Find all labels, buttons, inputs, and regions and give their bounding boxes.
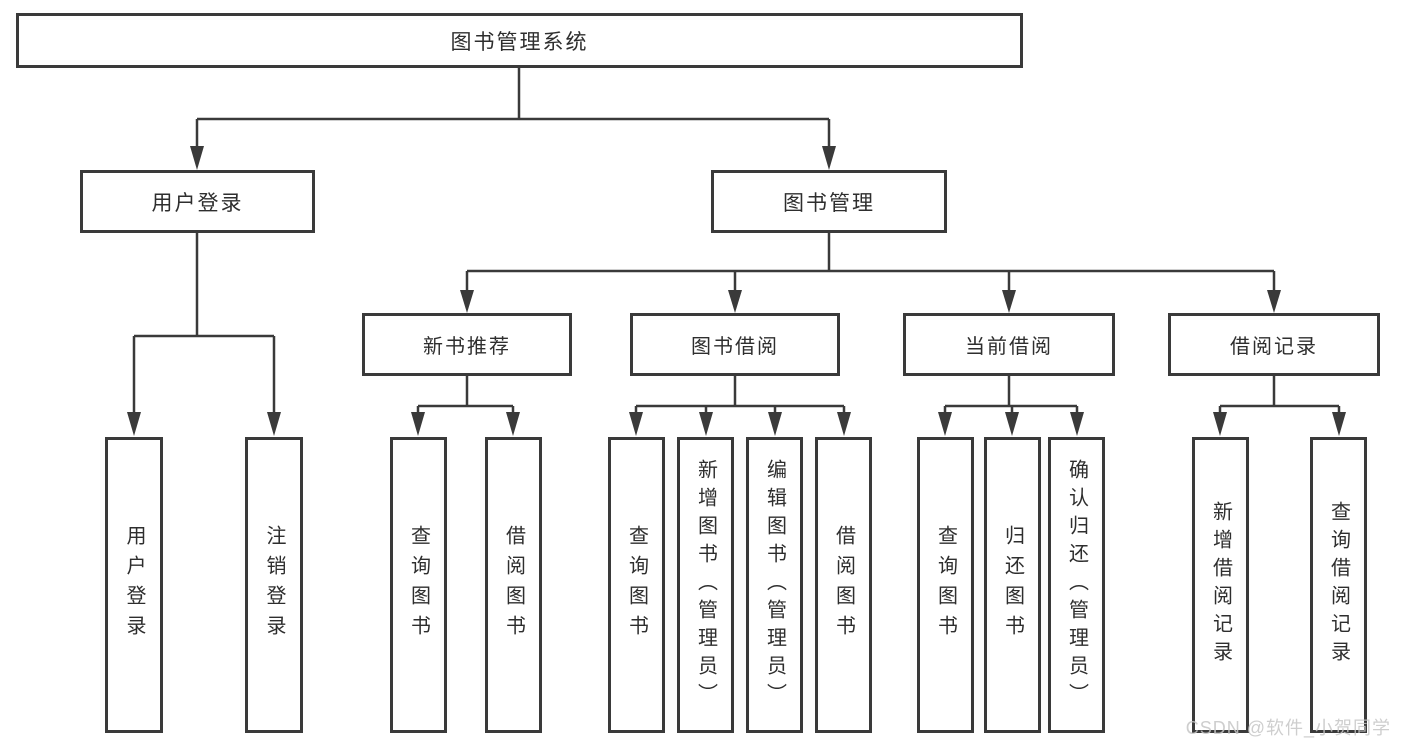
leaf-return-books-label: 归还图书 xyxy=(1001,525,1024,645)
leaf-edit-book-admin: 编辑图书（管理员） xyxy=(746,437,803,733)
node-root-label: 图书管理系统 xyxy=(450,30,589,54)
leaf-query-books-recommend-label: 查询图书 xyxy=(407,525,430,645)
connector-book-management-branch xyxy=(465,233,1276,292)
node-current-borrow-label: 当前借阅 xyxy=(965,336,1053,358)
connector-new-book-branch xyxy=(416,376,515,414)
leaf-add-borrow-record-label: 新增借阅记录 xyxy=(1209,501,1232,669)
node-user-login-label: 用户登录 xyxy=(151,191,244,215)
leaf-borrow-books-borrow: 借阅图书 xyxy=(815,437,872,733)
leaf-add-book-admin-label: 新增图书（管理员） xyxy=(694,459,717,711)
arrowheads xyxy=(127,146,1346,436)
leaf-borrow-books-borrow-label: 借阅图书 xyxy=(832,525,855,645)
leaf-logout-login: 注销登录 xyxy=(245,437,303,733)
leaf-query-borrow-record-label: 查询借阅记录 xyxy=(1327,501,1350,669)
leaf-user-login: 用户登录 xyxy=(105,437,163,733)
leaf-query-books-current: 查询图书 xyxy=(917,437,974,733)
node-new-book-recommend-label: 新书推荐 xyxy=(423,336,511,358)
csdn-watermark: CSDN @软件_小贺同学 xyxy=(1185,718,1391,738)
leaf-add-borrow-record: 新增借阅记录 xyxy=(1192,437,1249,733)
connector-current-borrow-branch xyxy=(943,376,1079,414)
node-borrow-records-label: 借阅记录 xyxy=(1230,336,1318,358)
leaf-query-books-current-label: 查询图书 xyxy=(934,525,957,645)
node-current-borrow: 当前借阅 xyxy=(903,313,1115,376)
connector-book-borrow-branch xyxy=(634,376,846,414)
leaf-query-books-borrow: 查询图书 xyxy=(608,437,665,733)
node-book-borrow-label: 图书借阅 xyxy=(691,336,779,358)
node-book-management: 图书管理 xyxy=(711,170,947,233)
leaf-edit-book-admin-label: 编辑图书（管理员） xyxy=(763,459,786,711)
leaf-query-borrow-record: 查询借阅记录 xyxy=(1310,437,1367,733)
connector-borrow-records-branch xyxy=(1218,376,1341,414)
leaf-borrow-books-recommend: 借阅图书 xyxy=(485,437,542,733)
node-book-management-label: 图书管理 xyxy=(783,191,875,215)
node-new-book-recommend: 新书推荐 xyxy=(362,313,572,376)
node-book-borrow: 图书借阅 xyxy=(630,313,840,376)
connector-user-login-branch xyxy=(132,233,276,414)
leaf-user-login-label: 用户登录 xyxy=(123,525,145,645)
leaf-confirm-return-admin: 确认归还（管理员） xyxy=(1048,437,1105,733)
leaf-add-book-admin: 新增图书（管理员） xyxy=(677,437,734,733)
leaf-borrow-books-recommend-label: 借阅图书 xyxy=(502,525,525,645)
node-user-login: 用户登录 xyxy=(80,170,315,233)
node-root: 图书管理系统 xyxy=(16,13,1023,68)
leaf-logout-login-label: 注销登录 xyxy=(263,525,285,645)
node-borrow-records: 借阅记录 xyxy=(1168,313,1380,376)
leaf-return-books: 归还图书 xyxy=(984,437,1041,733)
connector-root-branch xyxy=(195,68,831,148)
leaf-confirm-return-admin-label: 确认归还（管理员） xyxy=(1065,459,1088,711)
leaf-query-books-borrow-label: 查询图书 xyxy=(625,525,648,645)
leaf-query-books-recommend: 查询图书 xyxy=(390,437,447,733)
